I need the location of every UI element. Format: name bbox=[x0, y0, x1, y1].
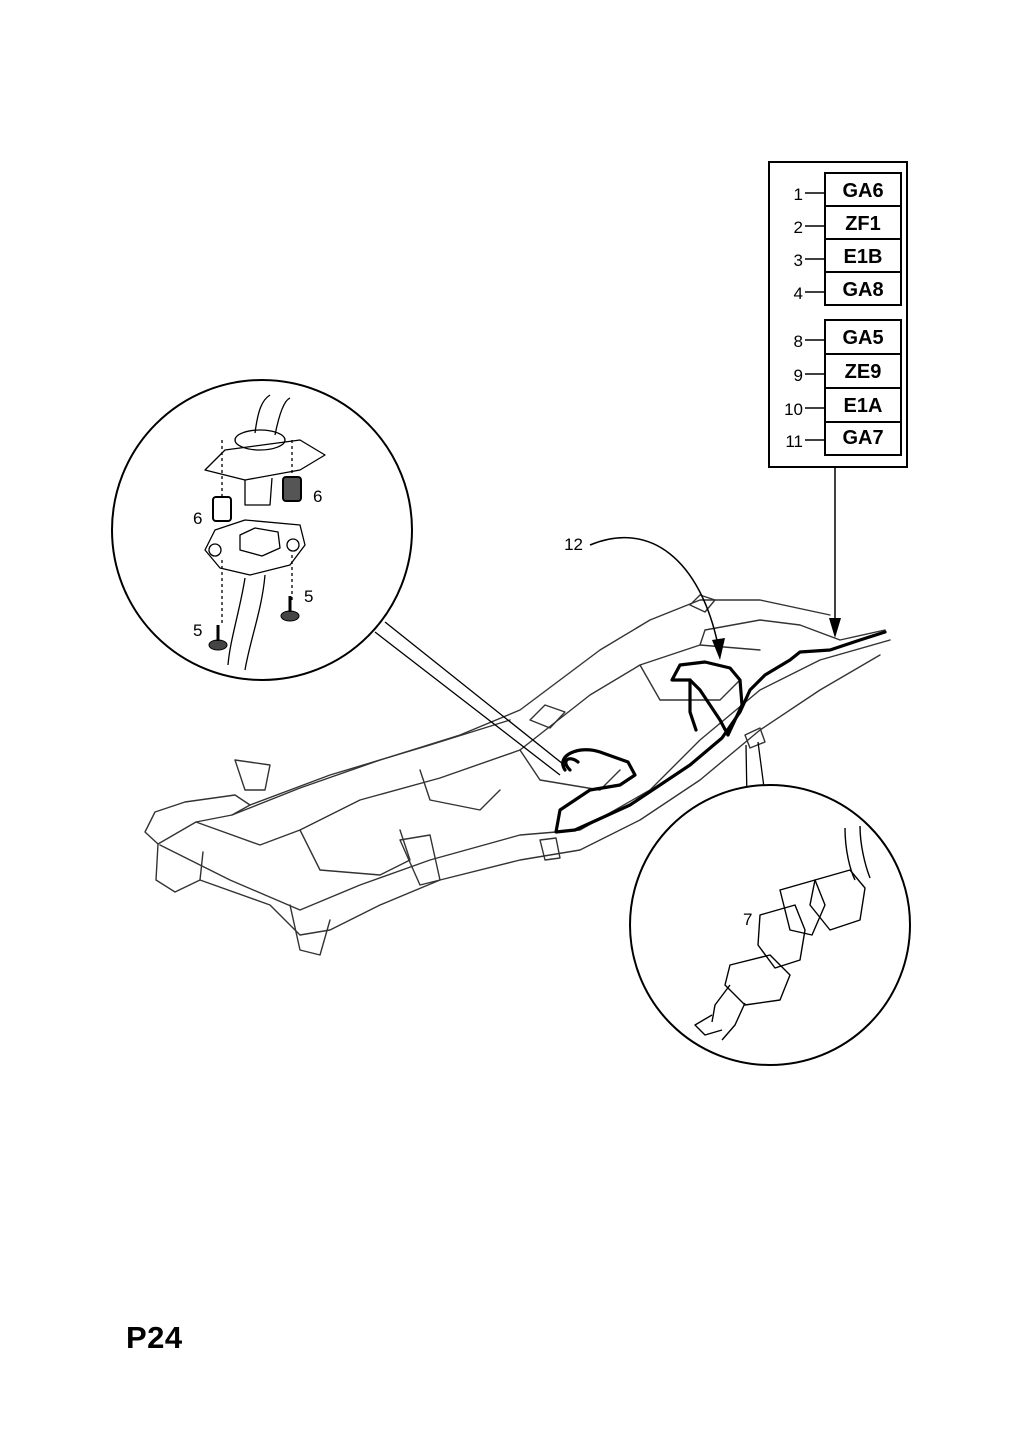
screw-5-right bbox=[280, 610, 300, 622]
cable-bottom bbox=[227, 574, 266, 671]
legend-number: 4 bbox=[794, 284, 803, 303]
legend-number: 2 bbox=[794, 218, 803, 237]
callout-number: 5 bbox=[193, 621, 202, 640]
left-rail-bottom bbox=[195, 644, 761, 846]
spring-hanger bbox=[399, 834, 441, 886]
rear-crossmember-lower bbox=[155, 843, 204, 893]
detail-circle bbox=[111, 379, 413, 681]
spring-hanger bbox=[289, 904, 331, 956]
body-mount bbox=[529, 704, 566, 729]
connector-boot bbox=[711, 984, 746, 1041]
harness-loop bbox=[670, 660, 744, 737]
legend-box bbox=[824, 238, 902, 273]
legend-code: GA6 bbox=[842, 180, 883, 202]
body-mount bbox=[744, 727, 766, 749]
legend-box bbox=[824, 271, 902, 306]
legend-number: 10 bbox=[784, 400, 803, 419]
crossmember bbox=[519, 749, 621, 791]
harness-main-run bbox=[554, 630, 887, 834]
legend-number: 11 bbox=[785, 432, 803, 451]
legend-group-a: GA6 ZF1 E1B GA8 1 2 3 4 bbox=[794, 172, 902, 306]
bolt-6-left bbox=[212, 496, 232, 522]
legend-code: E1B bbox=[844, 246, 883, 268]
crossmember bbox=[419, 769, 501, 811]
connector-cable-top bbox=[844, 825, 871, 881]
spring-hanger bbox=[234, 759, 271, 791]
bracket-boss bbox=[244, 477, 273, 506]
callout-leader bbox=[589, 536, 719, 646]
callout-number: 6 bbox=[193, 509, 202, 528]
detail-circle-mounting: 6 6 5 5 bbox=[111, 379, 569, 776]
detail-circle-connector: 7 bbox=[629, 741, 911, 1066]
harness-branch bbox=[688, 678, 698, 732]
callout-number: 7 bbox=[743, 910, 752, 929]
left-rail-top bbox=[231, 599, 831, 816]
page-code: P24 bbox=[126, 1320, 183, 1355]
right-rail-top bbox=[159, 639, 891, 911]
screw-5-left bbox=[208, 639, 228, 651]
body-mount bbox=[539, 837, 561, 861]
connector-housing-mid bbox=[757, 904, 806, 969]
detail-leader bbox=[374, 631, 561, 776]
legend-code: E1A bbox=[844, 395, 883, 417]
legend-box bbox=[824, 353, 902, 389]
cable-top bbox=[254, 394, 291, 436]
callout-number: 12 bbox=[564, 535, 583, 554]
legend-code: GA7 bbox=[842, 427, 883, 449]
bolt-6-right bbox=[282, 476, 302, 502]
rear-crossmember bbox=[144, 794, 251, 845]
legend-number: 1 bbox=[794, 185, 803, 204]
connector-cable-bottom bbox=[694, 1014, 723, 1036]
gasket-hole bbox=[286, 538, 300, 552]
legend-code: GA8 bbox=[842, 279, 883, 301]
connector-housing-upper bbox=[809, 869, 866, 931]
legend-number: 3 bbox=[794, 251, 803, 270]
connector-latch bbox=[779, 879, 826, 936]
legend-number: 9 bbox=[794, 366, 803, 385]
body-mount bbox=[689, 594, 716, 613]
gasket-center bbox=[239, 527, 281, 557]
bracket-hole bbox=[234, 429, 286, 451]
detail-circle bbox=[629, 784, 911, 1066]
callout-number: 6 bbox=[313, 487, 322, 506]
option-code-legend: GA6 ZF1 E1B GA8 1 2 3 4 GA5 ZE9 E1A GA7 … bbox=[768, 161, 908, 638]
alignment-guides bbox=[221, 440, 293, 625]
chassis-frame bbox=[144, 594, 891, 956]
front-crossmember bbox=[699, 619, 886, 646]
callout-arrowhead bbox=[712, 638, 725, 660]
left-rail-edge bbox=[249, 719, 511, 806]
connector-plug bbox=[724, 954, 791, 1006]
legend-box bbox=[824, 421, 902, 456]
legend-group-b: GA5 ZE9 E1A GA7 8 9 10 11 bbox=[784, 319, 902, 456]
legend-code: ZE9 bbox=[845, 361, 882, 383]
gasket-plate bbox=[204, 519, 306, 576]
callout-number: 5 bbox=[304, 587, 313, 606]
detail-leader bbox=[384, 621, 569, 769]
gasket-hole bbox=[208, 543, 222, 557]
crossmember bbox=[299, 829, 411, 876]
legend-number: 8 bbox=[794, 332, 803, 351]
legend-code: ZF1 bbox=[845, 213, 881, 235]
callout-harness: 12 bbox=[564, 535, 725, 660]
legend-pointer-arrowhead bbox=[829, 618, 841, 638]
legend-code: GA5 bbox=[842, 327, 883, 349]
